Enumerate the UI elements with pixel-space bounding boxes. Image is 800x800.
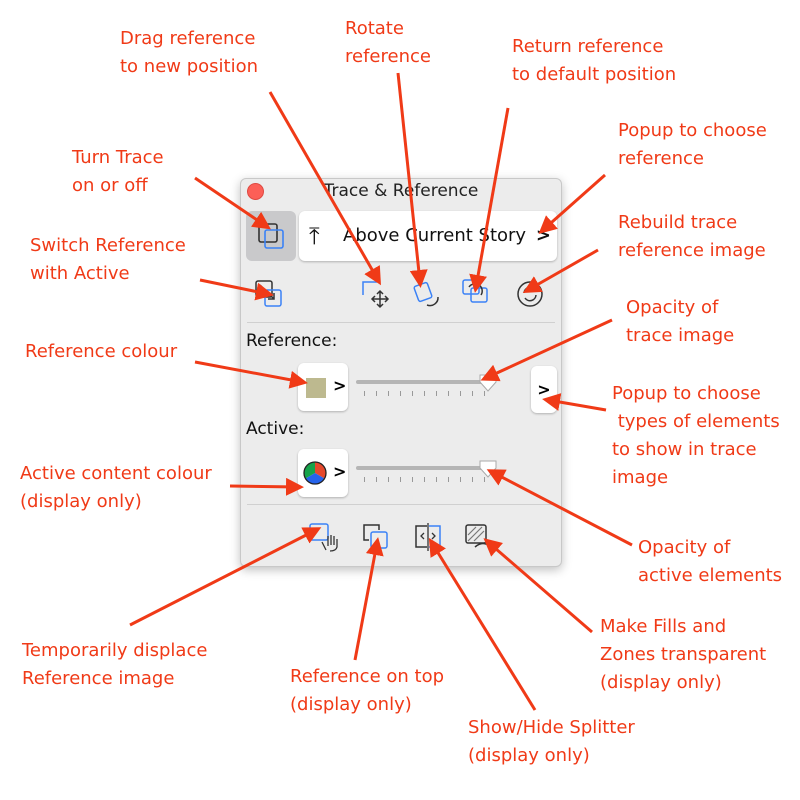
- annotation-opacity-trace: Opacity of trace image: [626, 297, 735, 346]
- reference-dropdown[interactable]: ⤒ Above Current Story >: [299, 211, 557, 261]
- annotation-return: Return reference to default position: [512, 36, 677, 85]
- chevron-right-icon: >: [333, 462, 347, 481]
- above-arrow-icon: ⤒: [309, 222, 320, 250]
- switch-reference-icon[interactable]: [254, 279, 284, 309]
- slider-track: [356, 380, 494, 384]
- trace-layers-icon: [258, 223, 284, 249]
- reference-label: Reference:: [246, 331, 338, 351]
- annotation-splitter: Show/Hide Splitter (display only): [468, 717, 635, 766]
- annotation-popup-reference: Popup to choose reference: [618, 120, 767, 169]
- annotation-fills: Make Fills and Zones transparent (displa…: [600, 616, 767, 693]
- reference-dropdown-value: Above Current Story: [343, 225, 527, 246]
- annotation-turn-trace: Turn Trace on or off: [72, 147, 164, 196]
- trace-toggle-button[interactable]: [246, 211, 296, 261]
- active-opacity-slider[interactable]: [356, 460, 497, 486]
- rotate-reference-icon[interactable]: [411, 279, 441, 309]
- reference-on-top-icon[interactable]: [361, 522, 391, 552]
- reference-colour-button[interactable]: >: [298, 363, 348, 411]
- annotation-rotate: Rotate reference: [345, 18, 431, 67]
- arrow-splitter: [428, 537, 537, 711]
- pie-colour-icon: [303, 461, 327, 485]
- slider-thumb[interactable]: [479, 374, 497, 394]
- chevron-right-icon: >: [535, 225, 551, 246]
- annotation-reference-colour: Reference colour: [25, 341, 178, 362]
- divider: [247, 504, 555, 505]
- slider-ticks: [364, 391, 494, 396]
- return-reference-icon[interactable]: [461, 277, 491, 307]
- annotation-rebuild: Rebuild trace reference image: [618, 212, 766, 261]
- slider-ticks: [364, 477, 494, 482]
- reference-colour-swatch: [306, 378, 326, 398]
- annotation-opacity-active: Opacity of active elements: [638, 537, 783, 586]
- panel-title: Trace & Reference: [323, 181, 479, 201]
- annotation-on-top: Reference on top (display only): [290, 666, 445, 715]
- element-types-popup-button[interactable]: >: [531, 366, 557, 413]
- slider-thumb[interactable]: [479, 460, 497, 480]
- annotation-popup-types: Popup to choose types of elements to sho…: [612, 383, 780, 488]
- active-label: Active:: [246, 419, 305, 439]
- chevron-right-icon: >: [333, 376, 347, 395]
- annotation-drag: Drag reference to new position: [120, 28, 259, 77]
- trace-reference-panel: Trace & Reference ⤒ Above Current Story …: [240, 178, 562, 567]
- displace-reference-icon[interactable]: [308, 522, 342, 552]
- reference-opacity-slider[interactable]: [356, 374, 497, 400]
- annotation-active-colour: Active content colour (display only): [20, 463, 212, 512]
- annotation-switch: Switch Reference with Active: [30, 235, 186, 284]
- splitter-icon[interactable]: [413, 522, 443, 552]
- drag-reference-icon[interactable]: [361, 279, 391, 309]
- transparent-fills-icon[interactable]: [463, 522, 493, 552]
- rebuild-icon[interactable]: [515, 279, 545, 309]
- divider: [247, 322, 555, 323]
- annotation-displace: Temporarily displace Reference image: [22, 640, 208, 689]
- slider-track: [356, 466, 494, 470]
- active-colour-button: >: [298, 449, 348, 497]
